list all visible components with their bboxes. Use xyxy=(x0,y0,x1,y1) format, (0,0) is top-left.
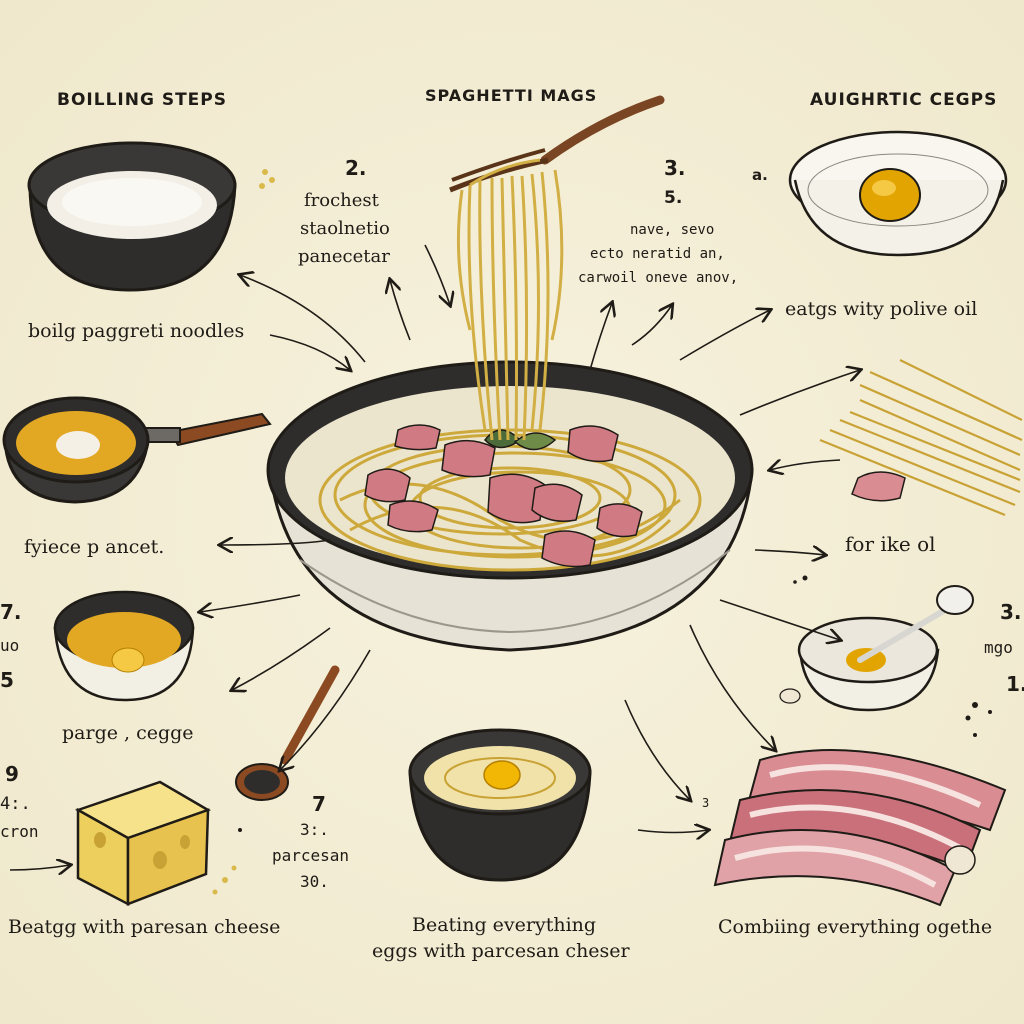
left-note-a: 4:. xyxy=(0,794,31,814)
caption-boil-noodles: boilg paggreti noodles xyxy=(28,320,245,342)
spoon-pepper-icon xyxy=(235,665,340,801)
fork-spaghetti-icon xyxy=(449,95,665,441)
left-number-9: 9 xyxy=(5,762,19,786)
mid-number-7: 7 xyxy=(312,792,326,816)
mid-note-parcesan: parcesan xyxy=(272,846,350,865)
pancetta-piece-icon xyxy=(851,471,906,502)
right-number-3: 3. xyxy=(1000,600,1022,624)
mid-note-30: 30. xyxy=(300,872,329,891)
caption-beating-line-2: eggs with parcesan cheser xyxy=(372,940,630,962)
egg-glass-bowl-icon xyxy=(788,130,1008,257)
left-number-5: 5 xyxy=(0,668,14,692)
heading-authentic-eggs: AUIGHRTIC CEGPS xyxy=(810,90,998,110)
left-note-uo: uo xyxy=(0,636,20,655)
mid-note-small-3: 3 xyxy=(702,796,710,810)
right-number-1: 1. xyxy=(1006,672,1024,696)
step-number-3: 3. xyxy=(664,156,686,180)
caption-like-oil: for ike ol xyxy=(845,532,936,556)
salt-bowl-icon xyxy=(27,141,275,292)
ink-dots xyxy=(238,575,992,832)
right-note-mgo: mgo xyxy=(984,638,1013,657)
note-5-line-1: nave, sevo xyxy=(630,222,715,238)
heading-boiling-steps: BOILLING STEPS xyxy=(57,90,227,110)
mid-note-3: 3:. xyxy=(300,820,329,839)
egg-bowl-icon xyxy=(53,590,195,702)
frying-pan-icon xyxy=(2,396,272,504)
caption-beat-cheese: Beatgg with paresan cheese xyxy=(8,916,281,938)
pancetta-strips-icon xyxy=(713,749,1007,907)
caption-eggs-olive-oil: eatgs wity polive oil xyxy=(785,298,978,320)
note-2-line-1: frochest xyxy=(304,190,379,211)
caption-combine: Combiing everything ogethe xyxy=(718,916,993,938)
note-5-line-2: ecto neratid an, xyxy=(590,246,725,262)
left-note-cron: cron xyxy=(0,822,39,841)
step-letter-a: a. xyxy=(752,166,768,184)
caption-beating-line-1: Beating everything xyxy=(412,914,597,936)
left-number-7: 7. xyxy=(0,600,22,624)
note-2-line-3: panecetar xyxy=(298,246,390,267)
note-2-line-2: staolnetio xyxy=(300,218,390,239)
beating-bowl-icon xyxy=(408,728,592,882)
heading-spaghetti: SPAGHETTI MAGS xyxy=(425,86,598,105)
yolk-spoon-bowl-icon xyxy=(779,585,974,712)
dry-spaghetti-icon xyxy=(819,359,1023,517)
note-5-line-3: carwoil oneve anov, xyxy=(578,270,739,286)
caption-fry-pancetta: fyiece p ancet. xyxy=(24,536,165,558)
flow-arrows xyxy=(9,244,860,870)
step-number-5: 5. xyxy=(664,188,683,208)
caption-egg: parge , cegge xyxy=(62,722,194,744)
main-spaghetti-bowl-icon xyxy=(266,360,754,652)
step-number-2: 2. xyxy=(345,156,367,180)
cheese-block-icon xyxy=(74,780,237,907)
